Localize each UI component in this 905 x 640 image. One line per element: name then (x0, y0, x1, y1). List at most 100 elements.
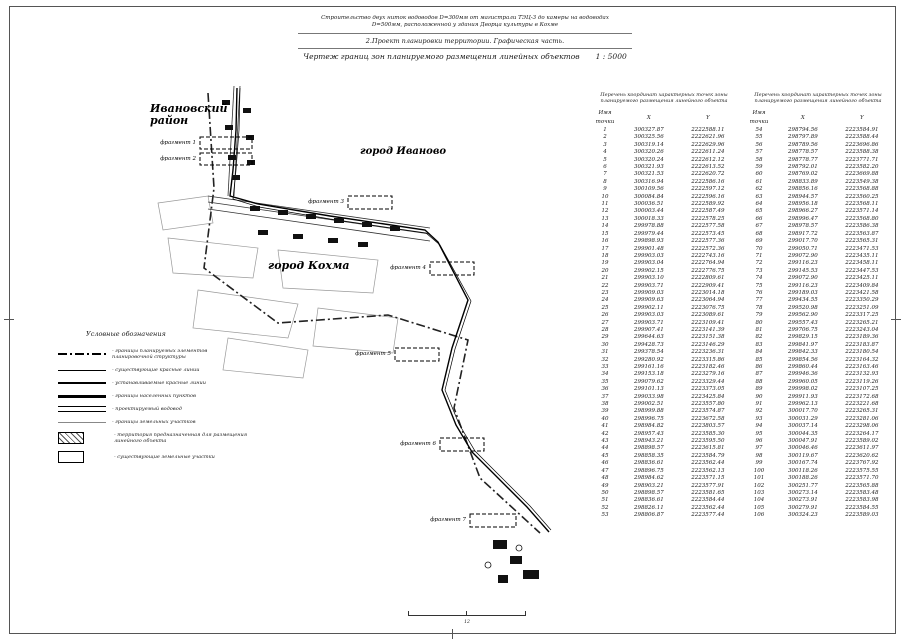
cell-y: 2223568.11 (845, 201, 879, 208)
cell-y: 2223146.29 (691, 341, 725, 348)
table-row: 42 298957.43 2223585.30 (589, 431, 739, 438)
cell-x: 300319.14 (633, 141, 664, 148)
cell-point: 43 (601, 438, 609, 445)
cell-point: 98 (755, 452, 763, 459)
cell-x: 300316.94 (633, 178, 664, 185)
cell-x: 300036.51 (633, 201, 664, 208)
cell-point: 85 (755, 356, 763, 363)
cell-y: 2223409.84 (845, 282, 879, 289)
cell-y: 2223585.30 (691, 430, 725, 437)
cell-y: 2222587.49 (691, 208, 725, 215)
cell-point: 47 (601, 467, 609, 474)
cell-x: 299907.41 (633, 326, 664, 333)
table-row: 78 299520.98 2223251.09 (743, 305, 893, 312)
cell-y: 2223315.86 (691, 356, 725, 363)
cell-y: 2223583.98 (845, 497, 879, 504)
table-row: 16 299898.93 2222577.36 (589, 238, 739, 245)
cell-point: 51 (601, 497, 609, 504)
cell-x: 300251.77 (787, 482, 818, 489)
cell-point: 28 (601, 326, 609, 333)
cell-y: 2223064.94 (691, 297, 725, 304)
cell-point: 101 (753, 475, 765, 482)
table-row: 43 298943.21 2223595.50 (589, 438, 739, 445)
cell-y: 2223151.38 (691, 334, 725, 341)
table-row: 26 299903.03 2223089.61 (589, 312, 739, 319)
table-row: 83 299841.97 2223183.87 (743, 342, 893, 349)
cell-y: 2223221.68 (845, 401, 879, 408)
cell-x: 298789.56 (787, 141, 818, 148)
cell-y: 2223571.15 (691, 475, 725, 482)
cell-point: 79 (755, 312, 763, 319)
cell-point: 40 (601, 415, 609, 422)
cell-point: 12 (601, 208, 609, 215)
cell-x: 300109.56 (633, 186, 664, 193)
cell-y: 2223560.25 (845, 193, 879, 200)
cell-point: 8 (603, 178, 607, 185)
cell-y: 2223571.14 (845, 208, 879, 215)
cell-point: 66 (755, 215, 763, 222)
cell-y: 2222776.75 (691, 267, 725, 274)
cell-x: 299998.02 (787, 386, 818, 393)
cell-x: 300037.14 (787, 423, 818, 430)
cell-y: 2223581.65 (691, 489, 725, 496)
cell-point: 1 (603, 127, 607, 133)
table-row: 24 299909.63 2223064.94 (589, 297, 739, 304)
cell-point: 26 (601, 312, 609, 319)
table-row: 84 299842.33 2223180.54 (743, 349, 893, 356)
cell-x: 298826.11 (633, 504, 664, 511)
cell-y: 2223164.32 (845, 356, 879, 363)
legend-item-text: - существующие красные линии (112, 367, 200, 373)
cell-y: 2223771.71 (845, 156, 879, 163)
cell-x: 299050.71 (787, 245, 818, 252)
table-row: 89 299998.02 2223107.25 (743, 386, 893, 393)
cell-y: 2222589.92 (691, 201, 725, 208)
cell-y: 2223265.31 (845, 408, 879, 415)
cell-y: 2223595.50 (691, 438, 725, 445)
table-row: 95 300044.35 2223264.17 (743, 431, 893, 438)
legend-item: - границы населенных пунктов (58, 393, 248, 399)
cell-point: 76 (755, 289, 763, 296)
cell-point: 7 (603, 171, 607, 178)
table-row: 70 299050.71 2223471.53 (743, 246, 893, 253)
cell-x: 298898.57 (633, 489, 664, 496)
cell-x: 299033.98 (633, 393, 664, 400)
cell-x: 299903.03 (633, 312, 664, 319)
scale-bar-line (408, 615, 526, 616)
cell-point: 13 (601, 215, 609, 222)
cell-y: 2223589.02 (845, 438, 879, 445)
table-row: 90 299911.93 2223172.68 (743, 394, 893, 401)
cell-point: 38 (601, 401, 609, 408)
cell-point: 54 (755, 127, 763, 133)
project-title: Строительство двух ниток водоводов D=300… (298, 13, 632, 34)
cell-y: 2222578.25 (691, 215, 725, 222)
cell-point: 17 (601, 245, 609, 252)
cell-y: 2223298.06 (845, 423, 879, 430)
cell-x: 299901.48 (633, 245, 664, 252)
cell-point: 48 (601, 475, 609, 482)
cell-point: 50 (601, 489, 609, 496)
drawing-scale: 1 : 5000 (595, 52, 627, 61)
table-row: 67 298978.57 2223586.38 (743, 223, 893, 230)
cell-point: 60 (755, 171, 763, 178)
cell-x: 298858.35 (633, 452, 664, 459)
cell-y: 2223568.88 (845, 186, 879, 193)
cell-y: 2222629.96 (691, 141, 725, 148)
cell-x: 299902.11 (633, 304, 664, 311)
cell-y: 2222597.12 (691, 186, 725, 193)
table-row: 22 299903.71 2222909.41 (589, 283, 739, 290)
cell-x: 300325.56 (633, 134, 664, 141)
table-row: 37 299033.98 2223425.84 (589, 394, 739, 401)
cell-y: 2223588.44 (845, 134, 879, 141)
legend-item-text: - проектируемый водовод (112, 406, 182, 412)
cell-x: 299842.33 (787, 349, 818, 356)
cell-y: 2223119.26 (845, 378, 879, 385)
table-row: 23 299909.03 2223014.18 (589, 290, 739, 297)
frame-tick (891, 319, 901, 320)
cell-y: 2223568.80 (845, 215, 879, 222)
table-row: 99 300167.74 2223767.92 (743, 460, 893, 467)
table-row: 102 300251.77 2223565.88 (743, 483, 893, 490)
cell-y: 2223279.16 (691, 371, 725, 378)
table-row: 103 300273.14 2223583.48 (743, 490, 893, 497)
table-row: 27 299903.71 2223109.41 (589, 320, 739, 327)
table-row: 28 299907.41 2223141.39 (589, 327, 739, 334)
